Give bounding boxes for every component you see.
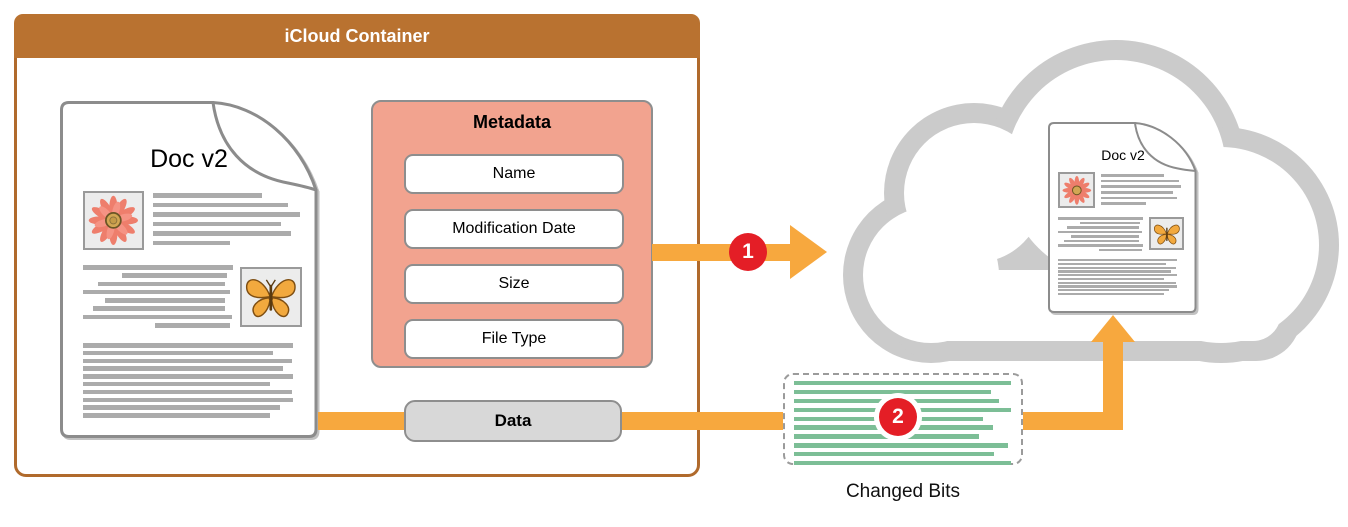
icloud-container-title: iCloud Container — [284, 25, 430, 46]
changed-bits-label: Changed Bits — [845, 481, 961, 502]
butterfly-icon — [1153, 224, 1180, 244]
document-title: Doc v2 — [150, 145, 228, 173]
document-text-lines-top — [1101, 174, 1181, 208]
document-text-lines-bottom — [83, 343, 293, 421]
data-pill-label: Data — [494, 411, 532, 430]
metadata-flow-line — [652, 244, 790, 261]
local-document: Doc v2 — [60, 101, 318, 438]
metadata-field-modification-date: Modification Date — [404, 209, 624, 249]
metadata-field-name: Name — [404, 154, 624, 194]
document-text-lines-bottom — [1058, 259, 1177, 297]
document-text-lines-middle — [83, 265, 233, 331]
cloud-document-title: Doc v2 — [1101, 147, 1145, 163]
metadata-title: Metadata — [472, 112, 552, 132]
step-1-badge: 1 — [729, 233, 767, 271]
butterfly-icon — [246, 279, 296, 318]
arrow-right-icon — [790, 225, 827, 279]
flower-icon — [88, 195, 139, 246]
document-text-lines-middle — [1058, 217, 1143, 253]
step-1-number: 1 — [742, 240, 754, 263]
step-2-number: 2 — [892, 405, 904, 428]
document-text-lines-top — [153, 193, 300, 250]
metadata-field-size: Size — [404, 264, 624, 304]
butterfly-image — [240, 267, 302, 327]
data-pill: Data — [404, 400, 622, 442]
cloud-document: Doc v2 — [1048, 122, 1197, 313]
metadata-box: Metadata Name Modification Date Size Fil… — [371, 100, 653, 368]
step-2-badge: 2 — [879, 398, 917, 436]
upload-flow-line — [1103, 341, 1123, 430]
icloud-container-header: iCloud Container — [14, 14, 700, 58]
butterfly-image — [1149, 217, 1184, 250]
metadata-field-file-type: File Type — [404, 319, 624, 359]
flower-image — [1058, 172, 1095, 208]
arrow-up-icon — [1091, 315, 1135, 342]
flower-image — [83, 191, 144, 250]
flower-icon — [1062, 175, 1091, 205]
